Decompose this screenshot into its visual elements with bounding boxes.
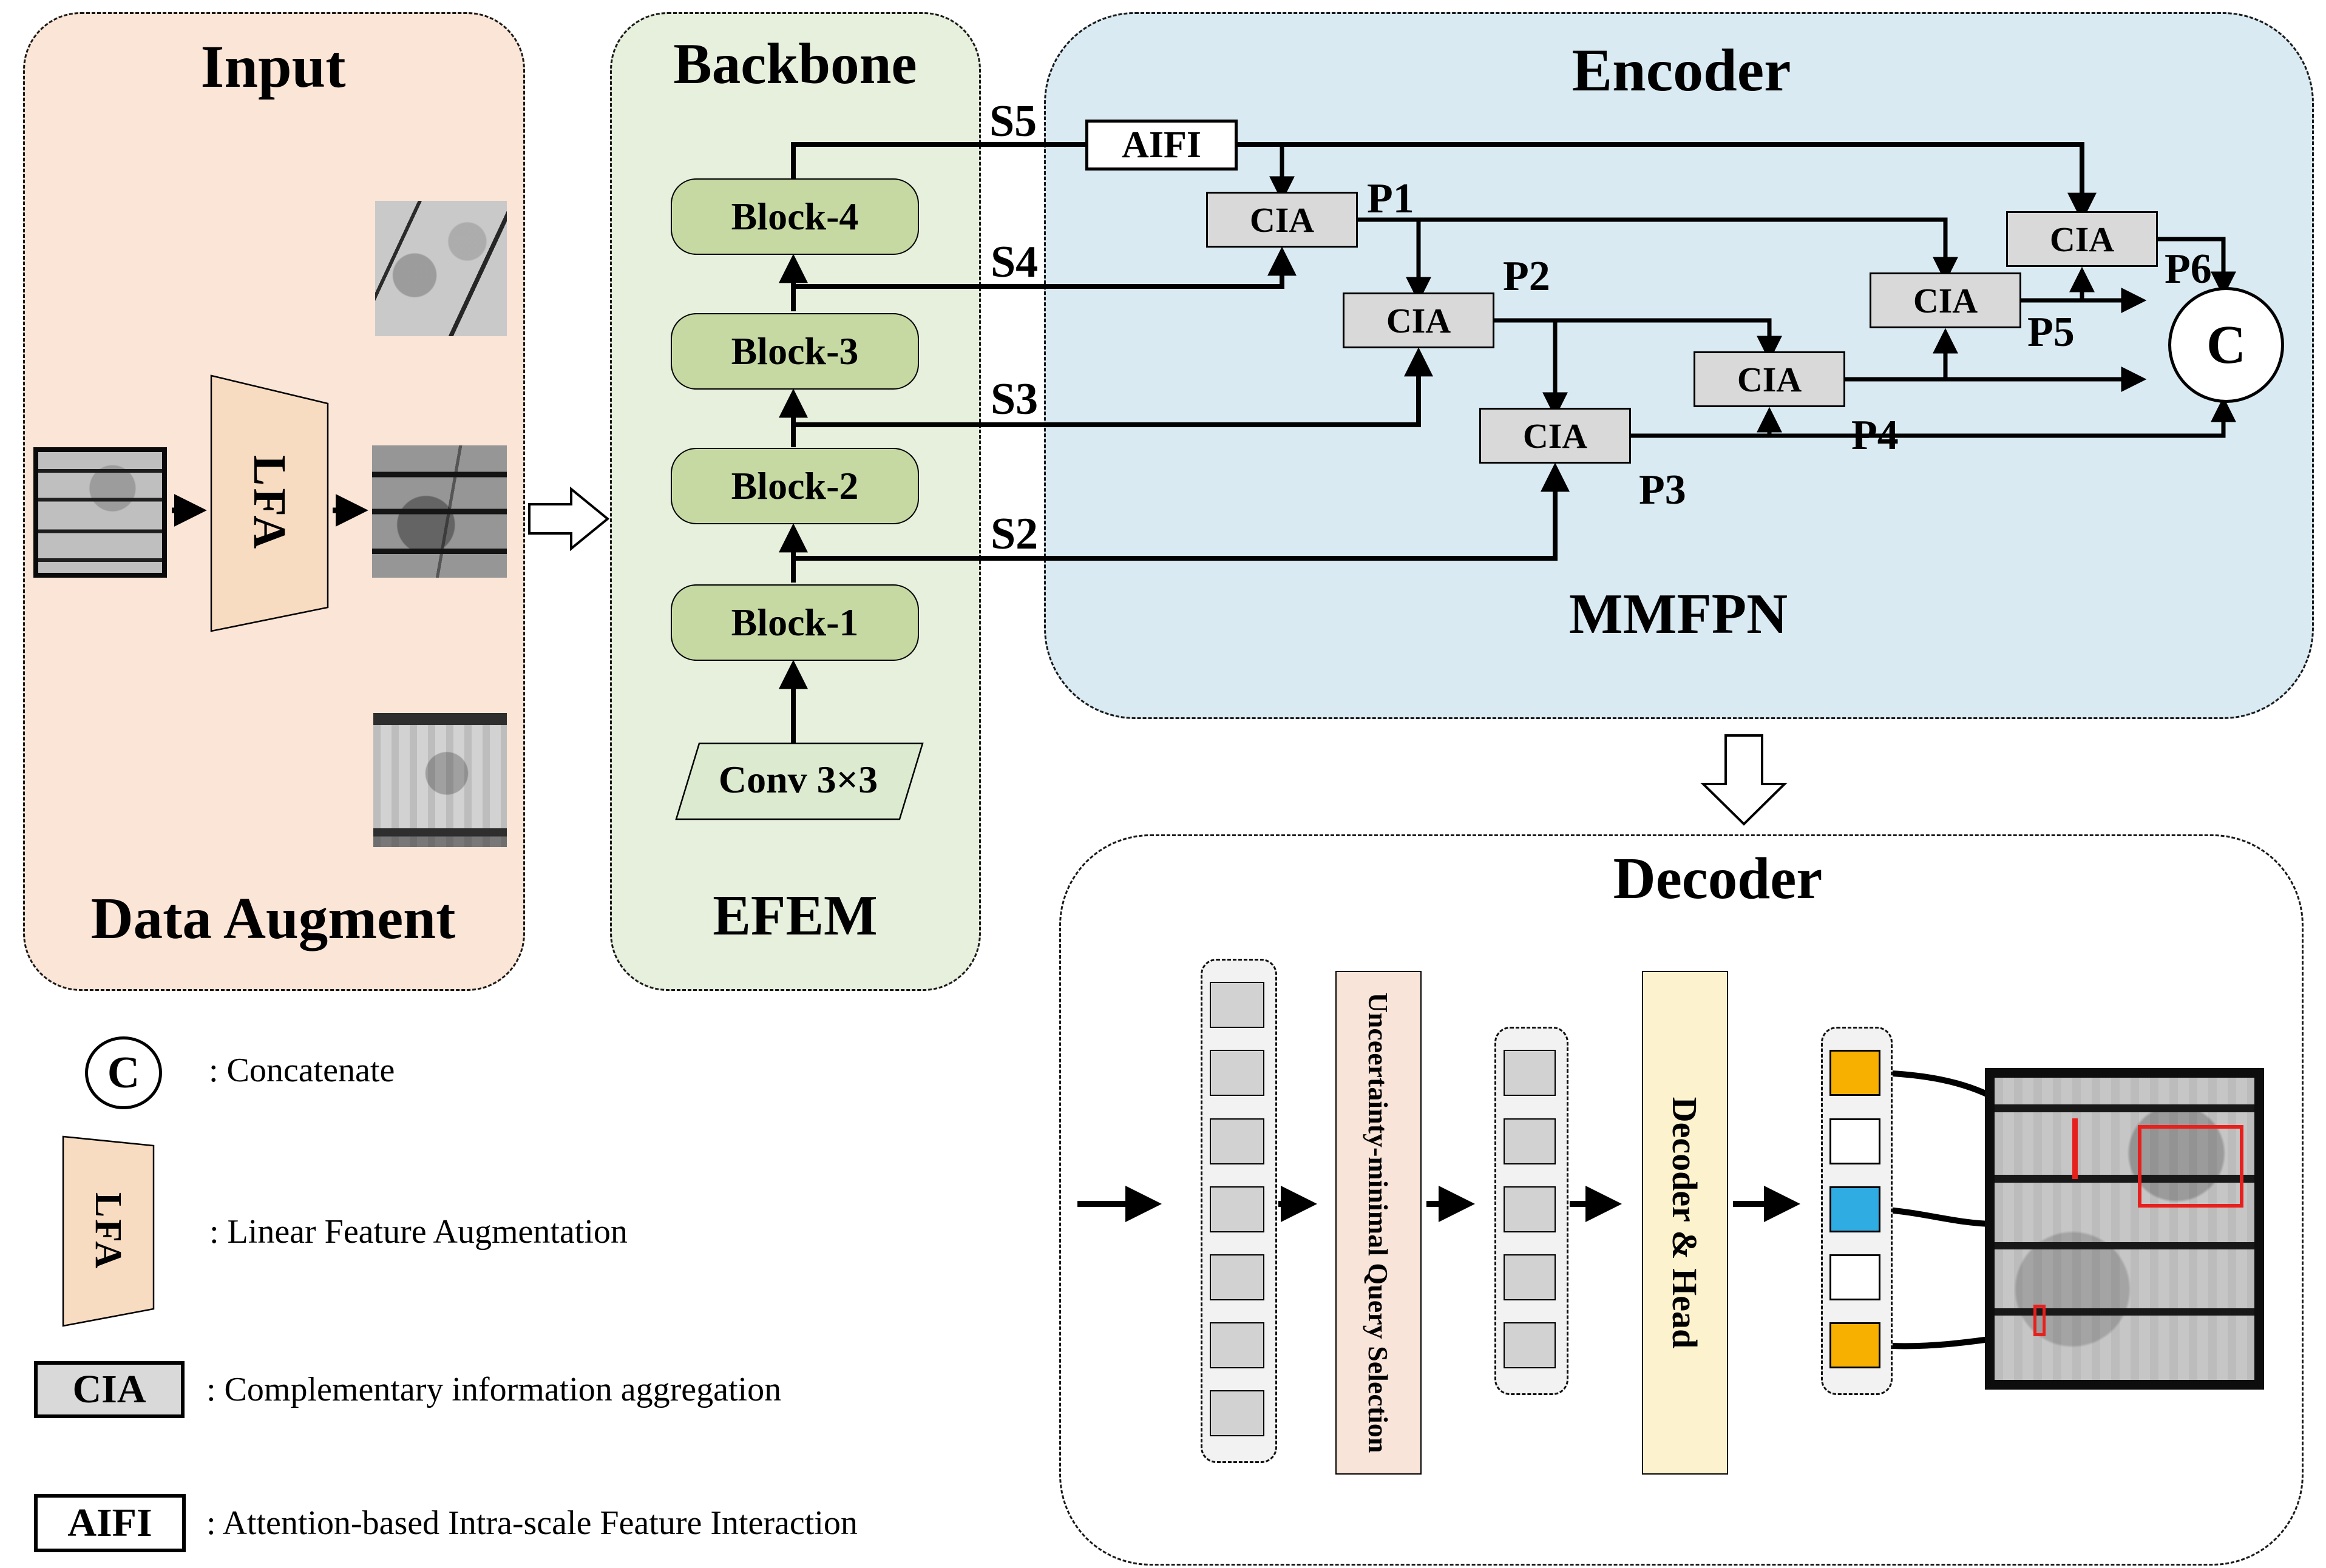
cia-box-4: CIA bbox=[1694, 351, 1845, 407]
block-3: Block-3 bbox=[671, 313, 919, 390]
legend-cia-text: : Complementary information aggregation bbox=[206, 1371, 782, 1408]
augmented-cell-image bbox=[372, 445, 507, 578]
cia-box-3: CIA bbox=[1479, 408, 1631, 464]
token-square bbox=[1504, 1186, 1556, 1232]
detection-red-line bbox=[2072, 1118, 2078, 1179]
output-token-blue bbox=[1829, 1186, 1880, 1232]
detection-result-image bbox=[1985, 1068, 2264, 1390]
block-1: Block-1 bbox=[671, 584, 919, 661]
legend-cia-symbol: CIA bbox=[34, 1361, 185, 1418]
cia-box-6: CIA bbox=[2006, 211, 2158, 267]
p5-label: P5 bbox=[2027, 309, 2075, 356]
cia-box-5: CIA bbox=[1870, 272, 2021, 328]
legend-aifi-text: : Attention-based Intra-scale Feature In… bbox=[206, 1504, 858, 1542]
concat-circle: C bbox=[2168, 287, 2284, 403]
p1-label: P1 bbox=[1367, 175, 1414, 222]
output-token-white bbox=[1829, 1118, 1880, 1164]
decoder-head-label: Decoder & Head bbox=[1665, 1097, 1705, 1349]
cia-box-1: CIA bbox=[1206, 192, 1358, 248]
s5-label: S5 bbox=[989, 96, 1037, 146]
legend-aifi-symbol: AIFI bbox=[34, 1494, 186, 1552]
p2-label: P2 bbox=[1503, 253, 1550, 300]
token-square bbox=[1210, 1390, 1264, 1436]
token-square bbox=[1504, 1322, 1556, 1368]
decoder-title: Decoder bbox=[1613, 846, 1823, 911]
block-4: Block-4 bbox=[671, 178, 919, 255]
legend-concat-text: : Concatenate bbox=[209, 1052, 395, 1089]
query-selection-box bbox=[1335, 971, 1422, 1475]
token-square bbox=[1210, 982, 1264, 1028]
s3-label: S3 bbox=[991, 374, 1039, 424]
token-square bbox=[1210, 1050, 1264, 1096]
aifi-box: AIFI bbox=[1085, 120, 1238, 171]
detection-red-box bbox=[2138, 1125, 2243, 1208]
legend-lfa-symbol: LFA bbox=[87, 1192, 129, 1271]
input-cell-image bbox=[33, 447, 167, 578]
s4-label: S4 bbox=[991, 237, 1039, 287]
s2-label: S2 bbox=[991, 509, 1039, 559]
flow-arrow-right-icon bbox=[528, 486, 610, 552]
lfa-label: LFA bbox=[244, 455, 296, 552]
legend-concat-symbol: C bbox=[85, 1036, 162, 1109]
output-token-orange2 bbox=[1829, 1322, 1880, 1368]
input-crack-image bbox=[375, 201, 507, 336]
encoder-caption: MMFPN bbox=[1568, 583, 1788, 646]
query-selection-label: Unceertainty-minimal Query Selection bbox=[1363, 992, 1394, 1453]
cia-box-2: CIA bbox=[1343, 292, 1494, 348]
token-square bbox=[1504, 1118, 1556, 1164]
token-square bbox=[1504, 1050, 1556, 1096]
token-square bbox=[1210, 1186, 1264, 1232]
flow-arrow-down-icon bbox=[1700, 734, 1788, 826]
encoder-title: Encoder bbox=[1572, 36, 1791, 104]
output-token-white2 bbox=[1829, 1254, 1880, 1300]
conv-label: Conv 3×3 bbox=[718, 758, 878, 801]
p3-label: P3 bbox=[1639, 467, 1686, 513]
token-square bbox=[1210, 1322, 1264, 1368]
backbone-caption: EFEM bbox=[713, 884, 878, 947]
legend-lfa-text: : Linear Feature Augmentation bbox=[209, 1213, 628, 1251]
p6-label: P6 bbox=[2165, 246, 2212, 292]
token-square bbox=[1504, 1254, 1556, 1300]
output-token-orange bbox=[1829, 1050, 1880, 1096]
block-2: Block-2 bbox=[671, 448, 919, 524]
token-square bbox=[1210, 1118, 1264, 1164]
backbone-title: Backbone bbox=[673, 32, 917, 96]
detection-red-box-small bbox=[2033, 1305, 2046, 1336]
decoder-head-box bbox=[1642, 971, 1728, 1475]
input-caption: Data Augment bbox=[90, 886, 456, 951]
input-title: Input bbox=[200, 33, 346, 100]
texture-image bbox=[373, 713, 507, 847]
p4-label: P4 bbox=[1851, 412, 1899, 459]
token-square bbox=[1210, 1254, 1264, 1300]
